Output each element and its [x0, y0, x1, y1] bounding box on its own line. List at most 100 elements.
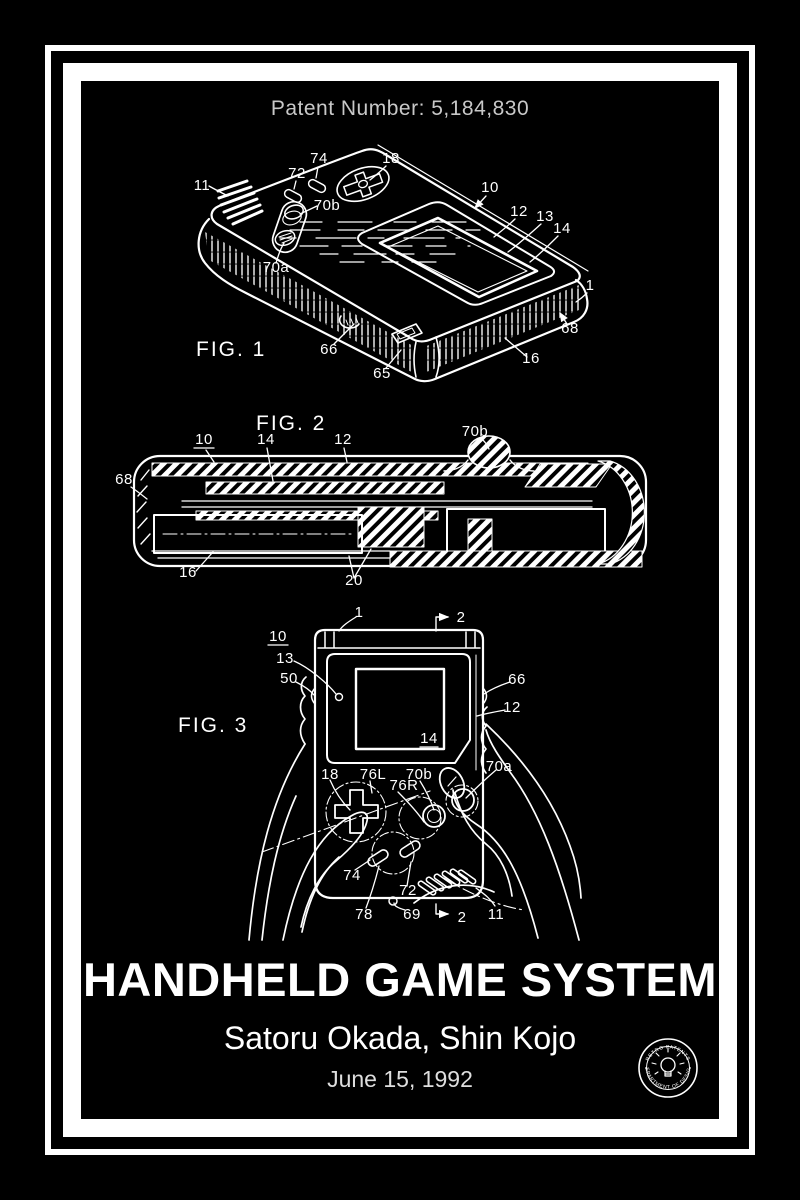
- fig1-labels: 11 72 74 18 10 12 13 14 70b 70a 66 65 68…: [194, 150, 595, 382]
- fig2-ref-14: 14: [257, 431, 275, 448]
- fig2-right-cap: [597, 460, 645, 565]
- fig3-button-a: [451, 788, 475, 812]
- fig2-ref-10: 10: [195, 431, 213, 448]
- fig1-body-face: [210, 148, 581, 343]
- fig3-screen-lcd: [354, 667, 446, 751]
- fig1-corner-post: [413, 336, 440, 378]
- fig1-speaker-grille: [216, 179, 264, 226]
- fig2-button-bump-70b: [467, 435, 511, 469]
- fig3-front-view: 1 2 10 13 50 66 12 14 18 76L 76R 70b 70a…: [178, 604, 582, 941]
- fig2-cross-section: 10 14 12 70b 68 16 20 FIG. 2: [115, 412, 648, 589]
- fig1-ref-14: 14: [553, 220, 571, 237]
- fig1-bottom-shell: [197, 217, 589, 383]
- fig3-phantom-pills: [371, 831, 415, 875]
- fig3-ref-66: 66: [508, 671, 526, 688]
- fig3-start-button: [399, 840, 421, 858]
- fig3-ref-72: 72: [399, 882, 417, 899]
- fig1-leader-lines: [208, 165, 588, 369]
- fig2-ref-20: 20: [345, 572, 363, 589]
- fig3-ref-69: 69: [403, 906, 421, 923]
- fig3-ref-70b: 70b: [406, 766, 433, 783]
- fig3-labels: 1 2 10 13 50 66 12 14 18 76L 76R 70b 70a…: [178, 604, 526, 926]
- fig3-ref-1: 1: [355, 604, 364, 621]
- fig3-ref-78: 78: [355, 906, 373, 923]
- logo-arc-bottom-text: DEPARTMENT OF DESIGN: [0, 0, 692, 1091]
- fig3-jack-69: [388, 896, 398, 906]
- fig1-button-a: [274, 229, 296, 247]
- brand-logo-badge: RETRO PATENTS DEPARTMENT OF DESIGN: [0, 0, 698, 1098]
- fig1-ref-65: 65: [373, 365, 391, 382]
- fig2-ref-12: 12: [334, 431, 352, 448]
- poster-title: HANDHELD GAME SYSTEM: [82, 953, 718, 1006]
- fig2-battery-box: [153, 514, 363, 554]
- fig3-phantom-76R: [398, 796, 442, 840]
- fig3-section-arrow-top: [435, 612, 450, 632]
- fig1-caption: FIG. 1: [196, 338, 266, 361]
- fig2-ref-68: 68: [115, 471, 133, 488]
- fig3-leader-lines: [267, 616, 511, 911]
- fig3-ref-18: 18: [321, 766, 339, 783]
- fig2-top-wedge: [524, 463, 613, 488]
- fig2-center-block: [357, 506, 425, 548]
- fig3-caption: FIG. 3: [178, 714, 248, 737]
- fig1-ref-70b: 70b: [314, 197, 341, 214]
- inventors-text: Satoru Okada, Shin Kojo: [223, 1020, 577, 1056]
- fig3-ref-74: 74: [343, 867, 361, 884]
- fig1-ref-72: 72: [288, 165, 306, 182]
- fig2-ref-70b: 70b: [462, 423, 489, 440]
- fig3-ref-14: 14: [420, 730, 438, 747]
- fig1-connector-port: [391, 323, 423, 344]
- fig1-ref-11: 11: [194, 177, 211, 194]
- fig2-bottom-band: [389, 550, 643, 568]
- fig3-top-ridge: [317, 631, 481, 649]
- fig2-caption: FIG. 2: [256, 412, 326, 435]
- fig3-screen-bezel: [326, 653, 471, 764]
- fig3-ref-2-bottom: 2: [458, 909, 467, 926]
- fig1-dpad: [336, 165, 390, 203]
- fig1-screen-bezel: [357, 201, 555, 306]
- fig1-ref-13: 13: [536, 208, 554, 225]
- fig1-ref-12: 12: [510, 203, 528, 220]
- fig2-left-cap-ticks: [136, 469, 151, 545]
- fig3-select-button: [367, 849, 389, 867]
- fig1-right-wall-hatch: [424, 285, 579, 373]
- fig1-surface-streaks: [279, 221, 481, 263]
- fig1-screen-lcd: [378, 216, 539, 299]
- fig2-labels: 10 14 12 70b 68 16 20 FIG. 2: [115, 412, 488, 589]
- fig1-perspective-view: 11 72 74 18 10 12 13 14 70b 70a 66 65 68…: [194, 144, 595, 383]
- fig3-ref-10: 10: [269, 628, 287, 645]
- fig3-ref-76L: 76L: [360, 766, 387, 783]
- fig3-section-arrow-bottom: [435, 903, 450, 919]
- lightbulb-icon: [651, 1047, 685, 1077]
- fig2-leader-lines: [130, 438, 490, 579]
- fig1-start-button: [307, 178, 327, 194]
- fig1-ref-1: 1: [586, 277, 595, 294]
- fig3-ref-2-top: 2: [457, 609, 466, 626]
- fig3-ref-70a: 70a: [486, 758, 513, 775]
- fig3-ref-50: 50: [280, 670, 298, 687]
- fig3-ref-11: 11: [488, 906, 505, 923]
- fig2-lcd-layer: [205, 481, 445, 495]
- fig1-ref-10: 10: [481, 179, 499, 196]
- fig3-right-edge-wheel: [482, 687, 488, 705]
- fig1-back-edge: [377, 144, 589, 272]
- fig3-speaker-grille: [417, 868, 477, 896]
- patent-number-text: Patent Number: 5,184,830: [270, 97, 530, 120]
- fig1-ref-16: 16: [522, 350, 540, 367]
- fig3-power-led: [334, 692, 344, 702]
- patent-date-text: June 15, 1992: [327, 1066, 473, 1092]
- fig3-ref-13: 13: [276, 650, 294, 667]
- fig3-ref-76R: 76R: [389, 777, 418, 794]
- fig1-ref-68: 68: [561, 320, 579, 337]
- fig3-left-edge-wheel: [310, 687, 316, 705]
- fig1-left-wall-hatch: [205, 232, 415, 374]
- fig1-screen-lcd-inner: [387, 225, 528, 293]
- fig1-ref-66: 66: [320, 341, 338, 358]
- fig3-ref-12: 12: [503, 699, 521, 716]
- fig3-button-b: [422, 804, 446, 828]
- fig3-left-hand: [248, 676, 369, 941]
- fig3-dpad: [334, 789, 379, 834]
- svg-text:DEPARTMENT OF DESIGN: DEPARTMENT OF DESIGN: [0, 0, 692, 1091]
